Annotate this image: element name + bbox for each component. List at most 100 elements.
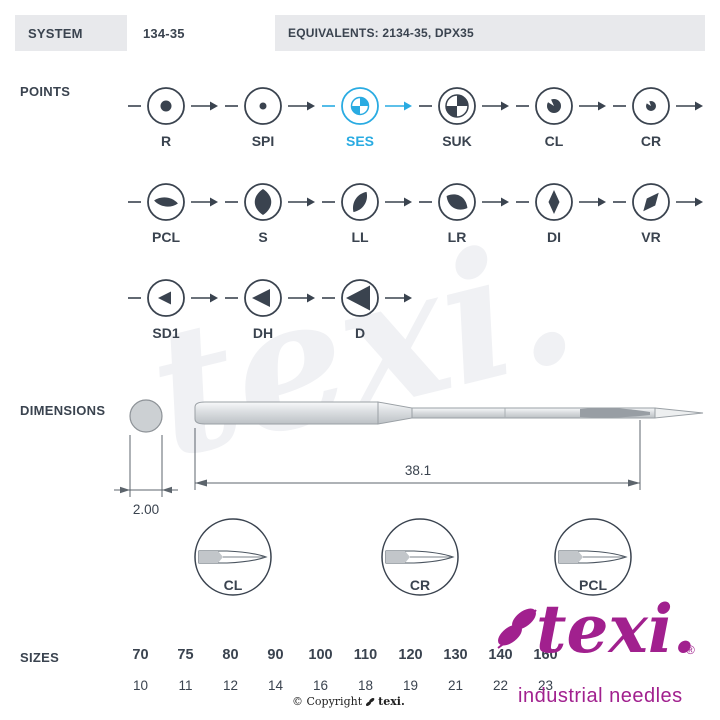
point-suk: SUK	[417, 84, 514, 180]
points-row: PCL S LL LR DI VR	[126, 180, 708, 276]
size-singer: 12	[222, 678, 239, 693]
point-label-d: D	[354, 325, 366, 341]
needle-length-value: 38.1	[405, 463, 431, 478]
size-metric: 130	[443, 647, 468, 663]
point-icon-triangle-left-large	[322, 279, 412, 317]
point-icon-ball-quartered	[322, 87, 412, 125]
point-icon-lens-tilt-right	[419, 183, 509, 221]
point-icon-diamond-vertical	[516, 183, 606, 221]
point-icon-triangle-left-medium	[225, 279, 315, 317]
size-metric: 120	[398, 647, 423, 663]
diameter-dimension-lines	[114, 435, 178, 497]
size-metric: 75	[177, 647, 194, 663]
size-metric: 70	[132, 647, 149, 663]
point-d: D	[320, 276, 417, 372]
point-label-spi: SPI	[251, 133, 275, 149]
logo-wordmark: texi.	[536, 590, 696, 668]
size-metric: 80	[222, 647, 239, 663]
point-detail-diagrams: CL CR PCL	[194, 518, 632, 596]
point-label-lr: LR	[447, 229, 467, 245]
point-label-s: S	[258, 229, 268, 245]
point-spi: SPI	[223, 84, 320, 180]
size-singer: 10	[132, 678, 149, 693]
detail-label-cr: CR	[410, 577, 430, 593]
detail-circle-cr	[381, 518, 459, 596]
point-label-sd1: SD1	[152, 325, 180, 341]
point-icon-lens-vertical	[225, 183, 315, 221]
point-label-di: DI	[547, 229, 561, 245]
detail-circle-pcl	[554, 518, 632, 596]
size-singer: 19	[402, 678, 419, 693]
size-metric: 90	[267, 647, 284, 663]
point-di: DI	[514, 180, 611, 276]
needle-side-view-icon	[194, 401, 704, 425]
point-lr: LR	[417, 180, 514, 276]
point-cr: CR	[611, 84, 708, 180]
point-label-cl: CL	[544, 133, 564, 149]
point-icon-triangle-left-small	[128, 279, 218, 317]
point-vr: VR	[611, 180, 708, 276]
size-singer: 21	[447, 678, 464, 693]
sizes-section-label: SIZES	[20, 650, 60, 665]
system-value-box: 134-35	[130, 15, 272, 51]
point-label-vr: VR	[641, 229, 661, 245]
needle-diameter-value: 2.00	[133, 502, 159, 517]
detail-circle-cl	[194, 518, 272, 596]
point-label-r: R	[160, 133, 172, 149]
copyright-brand: texi.	[378, 695, 405, 708]
system-value: 134-35	[143, 25, 185, 41]
size-metric: 140	[488, 647, 513, 663]
point-icon-dot-medium	[128, 87, 218, 125]
header-bar: SYSTEM 134-35 EQUIVALENTS: 2134-35, DPX3…	[15, 15, 705, 51]
point-icon-lens-tilt-left	[322, 183, 412, 221]
dimensions-section-label: DIMENSIONS	[20, 403, 106, 418]
point-label-dh: DH	[252, 325, 274, 341]
size-singer: 16	[312, 678, 329, 693]
point-icon-diamond-tilted	[613, 183, 703, 221]
texi-logo: texi. ® industrial needles	[488, 590, 716, 715]
points-grid: R SPI SES SUK CL CR PCL S LL LR DI VR SD1 DH D	[126, 84, 708, 372]
point-label-ses: SES	[345, 133, 374, 149]
equivalents-text: EQUIVALENTS: 2134-35, DPX35	[288, 26, 474, 40]
detail-label-cl: CL	[224, 577, 243, 593]
point-sd1: SD1	[126, 276, 223, 372]
butterfly-icon	[497, 608, 537, 649]
point-ll: LL	[320, 180, 417, 276]
logo-subtitle: industrial needles	[518, 685, 683, 707]
point-pcl: PCL	[126, 180, 223, 276]
size-singer: 23	[537, 678, 554, 693]
point-ses: SES	[320, 84, 417, 180]
point-icon-ball-quartered-large	[419, 87, 509, 125]
point-label-suk: SUK	[442, 133, 472, 149]
system-label: SYSTEM	[28, 25, 83, 41]
point-dh: DH	[223, 276, 320, 372]
point-label-ll: LL	[351, 229, 369, 245]
needle-eye	[580, 408, 650, 418]
size-singer: 18	[357, 678, 374, 693]
points-row: R SPI SES SUK CL CR	[126, 84, 708, 180]
shank-cross-section-icon	[129, 399, 163, 433]
point-label-pcl: PCL	[152, 229, 180, 245]
point-cl: CL	[514, 84, 611, 180]
point-label-cr: CR	[640, 133, 662, 149]
size-singer: 14	[267, 678, 284, 693]
equivalents-box: EQUIVALENTS: 2134-35, DPX35	[275, 15, 705, 51]
size-singer: 11	[178, 678, 193, 693]
copyright-line: © Copyright texi.	[292, 695, 405, 708]
point-icon-notched-dot-small	[613, 87, 703, 125]
size-metric: 160	[533, 647, 558, 663]
size-metric: 100	[308, 647, 333, 663]
registered-trademark: ®	[686, 643, 695, 657]
butterfly-mini-icon	[366, 697, 375, 706]
needle-dimensions-diagram: 38.1 2.00	[114, 399, 704, 517]
points-row: SD1 DH D	[126, 276, 708, 372]
point-icon-lens-horizontal	[128, 183, 218, 221]
system-label-box: SYSTEM	[15, 15, 127, 51]
point-icon-notched-dot	[516, 87, 606, 125]
points-section-label: POINTS	[20, 84, 71, 99]
point-r: R	[126, 84, 223, 180]
size-metric: 110	[353, 647, 378, 663]
copyright-text: © Copyright	[292, 695, 363, 708]
point-s: S	[223, 180, 320, 276]
